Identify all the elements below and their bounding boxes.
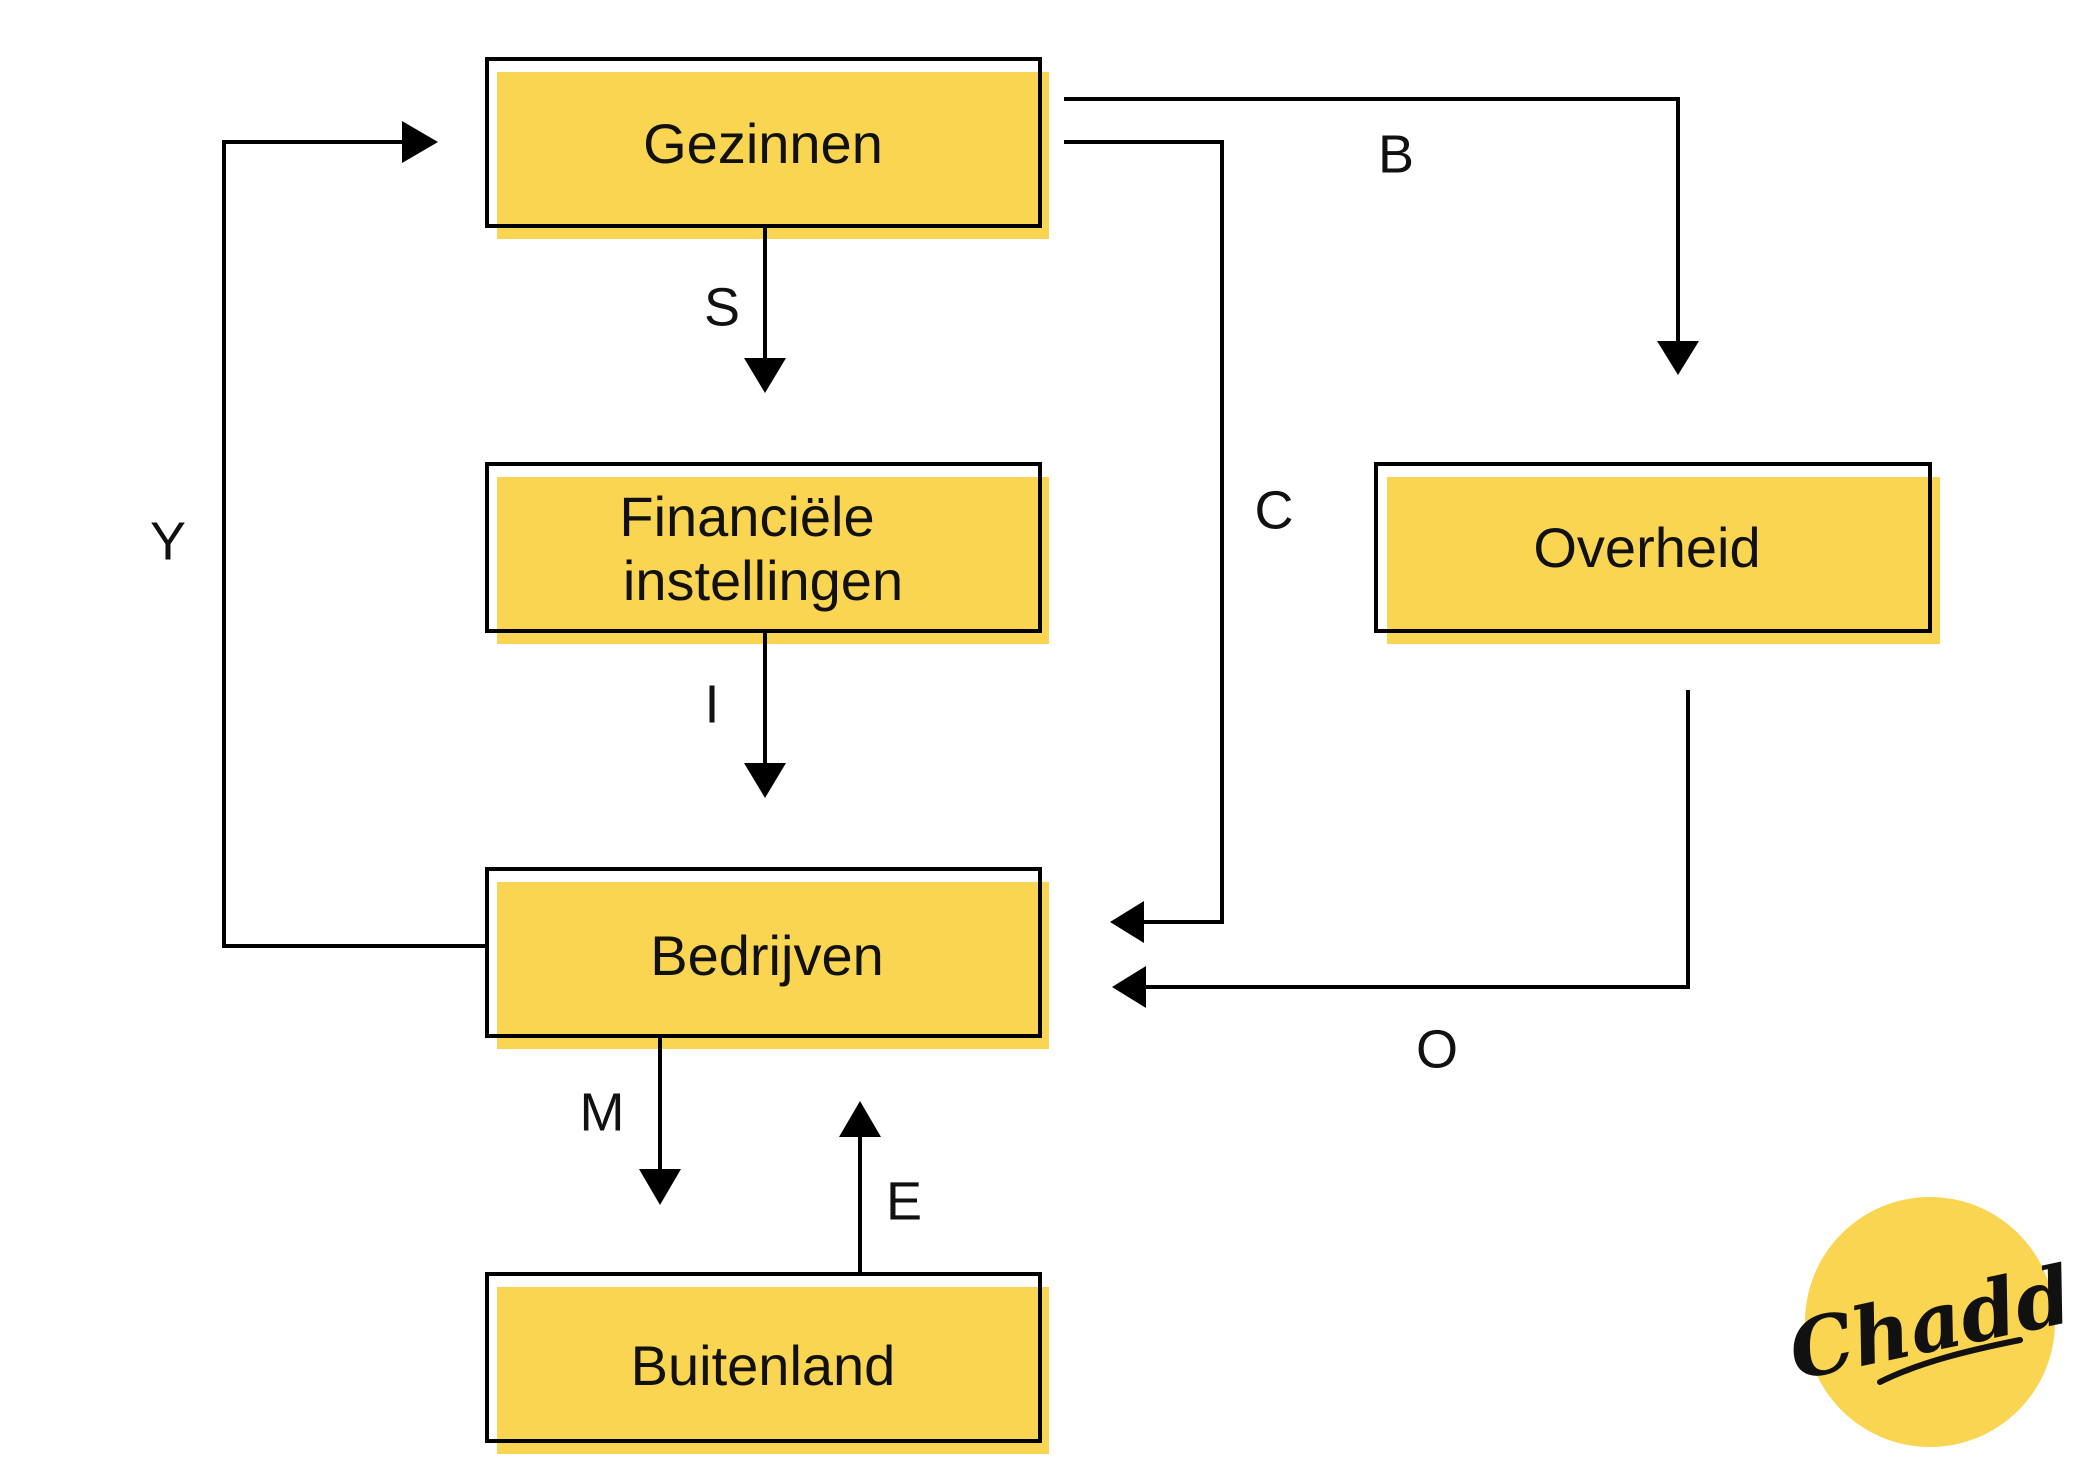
box-fill bbox=[497, 72, 1049, 239]
box-fill bbox=[497, 477, 1049, 644]
arrowhead-right-icon bbox=[402, 121, 438, 163]
node-buitenland: Buitenland bbox=[485, 1272, 1049, 1454]
flow-y: Y bbox=[150, 121, 487, 948]
flow-e: E bbox=[839, 1101, 922, 1274]
flow-label-i: I bbox=[704, 674, 719, 734]
logo-circle bbox=[1805, 1197, 2055, 1447]
node-financiele-instellingen: Financiële instellingen bbox=[485, 462, 1049, 644]
flow-label-y: Y bbox=[150, 511, 186, 571]
node-gezinnen: Gezinnen bbox=[485, 57, 1049, 239]
node-label-financiele-line1: Financiële bbox=[619, 485, 874, 548]
flow-label-o: O bbox=[1416, 1019, 1458, 1079]
node-overheid: Overheid bbox=[1374, 462, 1940, 644]
arrowhead-up-icon bbox=[839, 1101, 881, 1137]
box-frame bbox=[1374, 462, 1932, 633]
node-label-bedrijven: Bedrijven bbox=[650, 924, 883, 987]
arrowhead-left-icon bbox=[1112, 966, 1146, 1008]
flow-label-m: M bbox=[580, 1082, 625, 1142]
flow-o: O bbox=[1112, 690, 1690, 1079]
box-fill bbox=[497, 882, 1049, 1049]
arrowhead-left-icon bbox=[1110, 901, 1144, 943]
arrowhead-down-icon bbox=[744, 358, 786, 393]
node-bedrijven: Bedrijven bbox=[485, 867, 1049, 1049]
flow-o-line bbox=[1144, 690, 1690, 989]
arrowhead-down-icon bbox=[1657, 341, 1699, 375]
box-frame bbox=[485, 867, 1042, 1038]
flow-label-b: B bbox=[1378, 124, 1414, 184]
logo-swash bbox=[1877, 1337, 2023, 1385]
box-frame bbox=[485, 1272, 1042, 1443]
flow-c: C bbox=[1064, 140, 1294, 943]
flow-c-line bbox=[1064, 140, 1224, 924]
node-label-overheid: Overheid bbox=[1533, 516, 1760, 579]
arrowhead-down-icon bbox=[744, 763, 786, 798]
arrowhead-down-icon bbox=[639, 1169, 681, 1205]
node-label-financiele-line2: instellingen bbox=[623, 549, 903, 612]
node-label-gezinnen: Gezinnen bbox=[643, 112, 883, 175]
flow-y-line bbox=[222, 140, 487, 948]
flow-m: M bbox=[580, 1036, 681, 1205]
node-label-buitenland: Buitenland bbox=[631, 1334, 896, 1397]
flow-b-line bbox=[1064, 97, 1680, 343]
flow-i: I bbox=[704, 631, 786, 798]
flow-label-c: C bbox=[1255, 480, 1294, 540]
flow-label-s: S bbox=[704, 277, 740, 337]
flow-b: B bbox=[1064, 97, 1699, 375]
flow-label-e: E bbox=[886, 1171, 922, 1231]
chadd-logo: Chadd bbox=[1781, 1197, 2080, 1447]
flow-s: S bbox=[704, 226, 786, 393]
box-fill bbox=[1387, 477, 1940, 644]
box-fill bbox=[497, 1287, 1049, 1454]
